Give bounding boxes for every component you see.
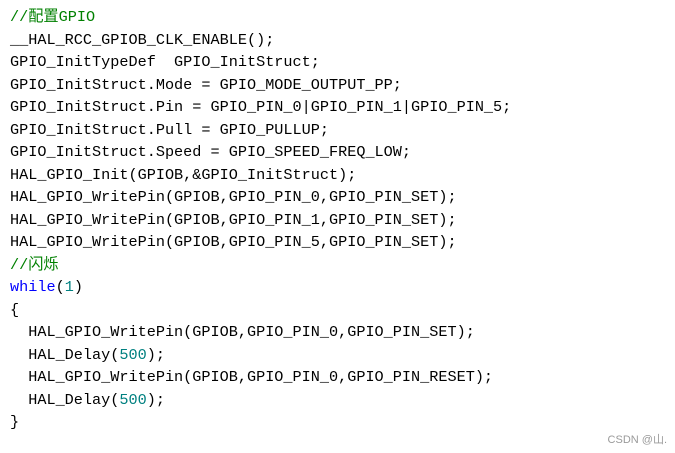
code-line: HAL_Delay(500); (10, 344, 670, 367)
code-token: ); (146, 390, 165, 409)
code-keyword: while (10, 278, 56, 296)
code-number: 500 (119, 345, 147, 364)
code-token: GPIO_InitStruct.Speed = GPIO_SPEED_FREQ_… (10, 143, 412, 161)
code-line: HAL_GPIO_WritePin(GPIOB,GPIO_PIN_0,GPIO_… (10, 321, 670, 344)
code-comment: //配置GPIO (10, 8, 96, 26)
code-token: HAL_GPIO_WritePin(GPIOB,GPIO_PIN_0,GPIO_… (10, 368, 494, 386)
code-line: HAL_GPIO_WritePin(GPIOB,GPIO_PIN_0,GPIO_… (10, 366, 670, 389)
code-line: HAL_GPIO_WritePin(GPIOB,GPIO_PIN_5,GPIO_… (10, 231, 670, 254)
code-line: __HAL_RCC_GPIOB_CLK_ENABLE(); (10, 29, 670, 52)
code-token: HAL_GPIO_WritePin(GPIOB,GPIO_PIN_5,GPIO_… (10, 233, 457, 251)
watermark-text: CSDN @山. (607, 434, 667, 446)
code-token: { (10, 300, 20, 319)
code-token: HAL_GPIO_Init(GPIOB,&GPIO_InitStruct); (10, 165, 357, 184)
code-token: HAL_Delay( (10, 390, 120, 409)
code-line: GPIO_InitStruct.Mode = GPIO_MODE_OUTPUT_… (10, 74, 670, 97)
code-token: ); (146, 345, 165, 364)
code-line: HAL_Delay(500); (10, 389, 670, 412)
code-line: GPIO_InitStruct.Speed = GPIO_SPEED_FREQ_… (10, 141, 670, 164)
code-comment: //闪烁 (10, 255, 59, 274)
code-line: HAL_GPIO_WritePin(GPIOB,GPIO_PIN_0,GPIO_… (10, 186, 670, 209)
code-line: while(1) (10, 276, 670, 299)
code-token: GPIO_InitStruct.Pull = GPIO_PULLUP; (10, 120, 329, 139)
code-token: GPIO_InitTypeDef GPIO_InitStruct; (10, 53, 320, 71)
code-token: HAL_GPIO_WritePin(GPIOB,GPIO_PIN_0,GPIO_… (10, 323, 475, 341)
code-line: } (10, 411, 670, 434)
code-editor: //配置GPIO __HAL_RCC_GPIOB_CLK_ENABLE(); GPI… (10, 6, 670, 434)
code-token: HAL_GPIO_WritePin(GPIOB,GPIO_PIN_0,GPIO_… (10, 188, 457, 206)
code-token: GPIO_InitStruct.Mode = GPIO_MODE_OUTPUT_… (10, 75, 402, 94)
code-line: //闪烁 (10, 254, 670, 277)
code-token: HAL_GPIO_WritePin(GPIOB,GPIO_PIN_1,GPIO_… (10, 210, 457, 229)
code-token: __HAL_RCC_GPIOB_CLK_ENABLE(); (10, 30, 275, 49)
code-line: GPIO_InitTypeDef GPIO_InitStruct; (10, 51, 670, 74)
code-token: ( (55, 278, 65, 296)
code-token: ) (73, 278, 83, 296)
code-line: HAL_GPIO_WritePin(GPIOB,GPIO_PIN_1,GPIO_… (10, 209, 670, 232)
code-token: GPIO_InitStruct.Pin = GPIO_PIN_0|GPIO_PI… (10, 98, 512, 116)
code-line: HAL_GPIO_Init(GPIOB,&GPIO_InitStruct); (10, 164, 670, 187)
code-token: } (10, 413, 20, 431)
code-token: HAL_Delay( (10, 345, 120, 364)
code-number: 1 (64, 278, 74, 296)
code-line: GPIO_InitStruct.Pin = GPIO_PIN_0|GPIO_PI… (10, 96, 670, 119)
code-line: //配置GPIO (10, 6, 670, 29)
code-line: { (10, 299, 670, 322)
code-number: 500 (119, 390, 147, 409)
code-line: GPIO_InitStruct.Pull = GPIO_PULLUP; (10, 119, 670, 142)
